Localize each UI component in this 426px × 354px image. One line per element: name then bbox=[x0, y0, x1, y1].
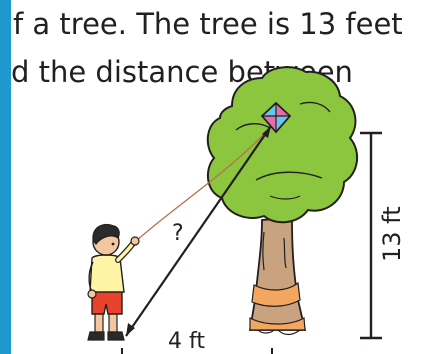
problem-text-line-1: f a tree. The tree is 13 feet bbox=[13, 7, 403, 41]
tree-trunk bbox=[248, 217, 307, 336]
distance-line bbox=[125, 125, 272, 337]
height-label: 13 ft bbox=[378, 206, 406, 262]
ground-ticks bbox=[121, 348, 273, 354]
boy-figure bbox=[87, 223, 140, 341]
height-marker bbox=[360, 131, 382, 340]
kite-string bbox=[134, 129, 269, 243]
question-label: ? bbox=[172, 221, 184, 246]
base-label: 4 ft bbox=[168, 329, 205, 354]
tree-foliage bbox=[206, 66, 359, 224]
kite-icon bbox=[260, 101, 292, 134]
accent-bar bbox=[0, 0, 11, 354]
